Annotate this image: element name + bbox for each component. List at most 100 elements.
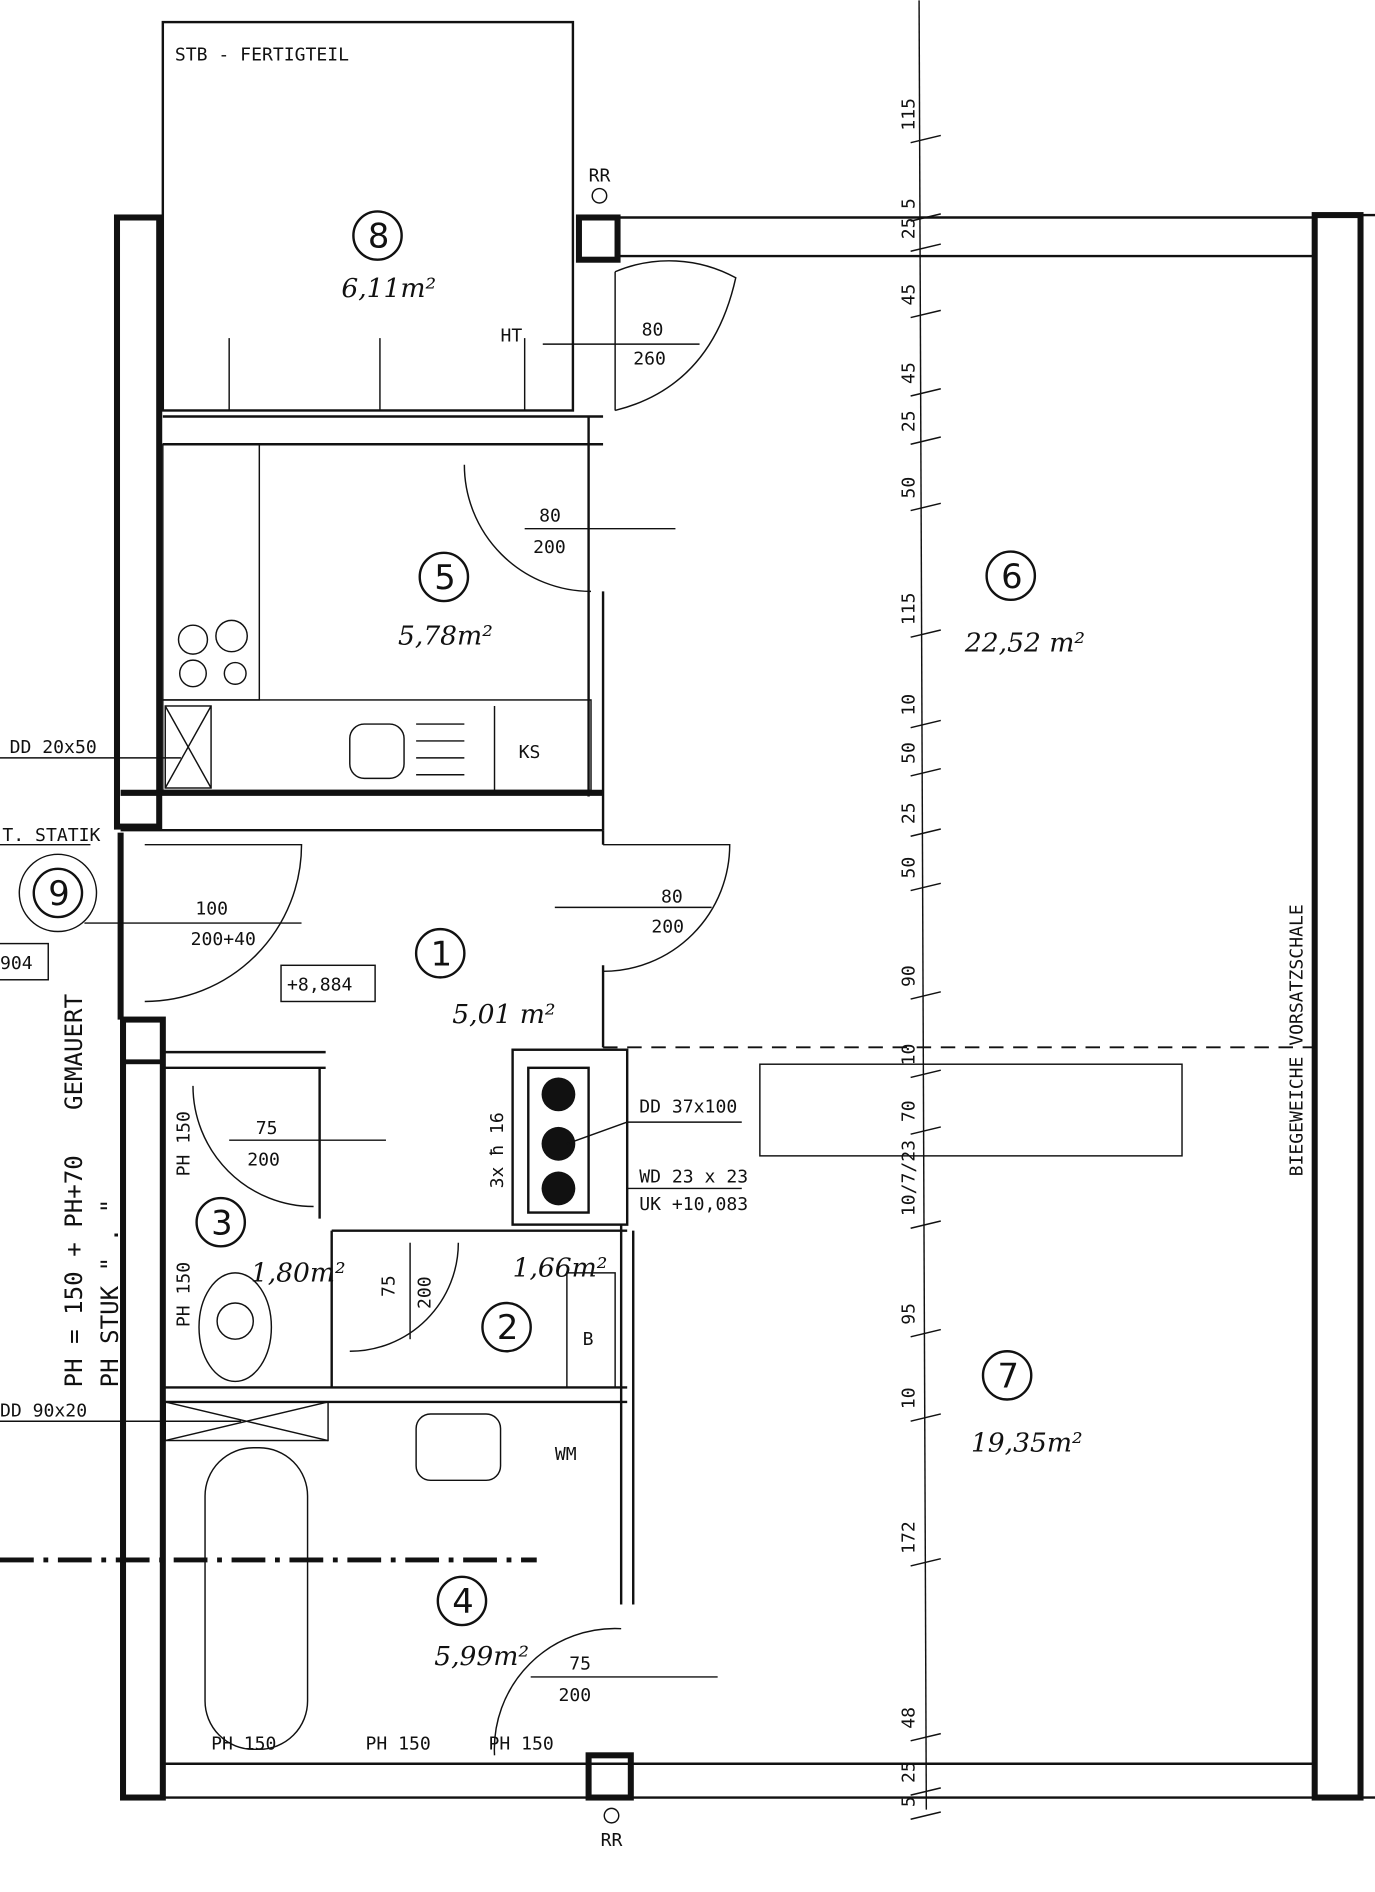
dimension-label: 172: [898, 1521, 919, 1554]
dimension-label: 70: [898, 1100, 919, 1122]
washing-machine-label: WM: [555, 1444, 577, 1465]
rr-bottom-label: RR: [601, 1830, 623, 1851]
shaft-pipes-label: 3x ħ 16: [487, 1112, 508, 1188]
door-6-width: 80: [661, 887, 683, 908]
room-area: 5,78m²: [398, 620, 493, 651]
dimension-label: 10: [898, 694, 919, 716]
dimension-label: 10: [898, 1387, 919, 1409]
room-area: 5,01 m²: [452, 999, 555, 1030]
rr-top-label: RR: [589, 165, 611, 186]
dd-90x20-label: DD 90x20: [0, 1400, 87, 1421]
door-8-height: 260: [633, 349, 666, 370]
ht-label: HT: [501, 326, 523, 347]
dimension-label: 25: [898, 802, 919, 824]
door-1-width: 100: [195, 899, 228, 920]
door-2-width: 75: [378, 1275, 399, 1297]
dimension-label: 10/7/23: [898, 1140, 919, 1216]
ph150-label: PH 150: [365, 1733, 430, 1754]
room-number: 6: [1001, 557, 1022, 596]
dimension-label: 115: [898, 98, 919, 131]
dimension-label: 45: [898, 362, 919, 384]
door-6-height: 200: [651, 917, 684, 938]
dimension-tick: [910, 882, 941, 892]
dd-20x50-label: DD 20x50: [10, 737, 97, 758]
door-3-width: 75: [256, 1118, 278, 1139]
dimension-label: 5: [898, 1796, 919, 1807]
door-1-height: 200+40: [191, 929, 256, 950]
room-area: 19,35m²: [971, 1427, 1083, 1458]
door-5-height: 200: [533, 537, 566, 558]
room-number-circle: [418, 551, 470, 603]
door-4-height: 200: [558, 1685, 591, 1706]
ph150-label: PH 150: [173, 1262, 194, 1327]
bath-fixtures: WM B: [164, 1272, 616, 1751]
dimension-tick: [910, 309, 941, 319]
ph150-label: PH 150: [173, 1111, 194, 1176]
dimension-tick: [910, 767, 941, 777]
dimension-label: 95: [898, 1303, 919, 1325]
dimension-tick: [910, 1811, 941, 1820]
room-number-circle: [981, 1350, 1033, 1401]
dimension-tick: [910, 1413, 941, 1422]
dimension-label: 48: [898, 1707, 919, 1729]
dimension-tick: [910, 991, 941, 1000]
annotations: RR RR HT +8,884 DD 20x50 T. STATIK 904 D…: [0, 165, 1308, 1851]
dimension-chain: 115 5 25 45 45 25 50 115 10 50 25 50 90 10 70 10/7/23 95…: [898, 98, 941, 1820]
dimension-tick: [910, 134, 941, 144]
dimension-tick: [910, 1732, 941, 1742]
gemauert-label: GEMAUERT: [60, 994, 88, 1110]
dimension-tick: [910, 1126, 941, 1135]
dimension-tick: [910, 719, 941, 729]
dimension-tick: [910, 1558, 941, 1567]
room-labels: 15,01 m² 2 1,66m² 3 1,80m² 4 5,99m² 5 5,78m² 6 22,…: [18, 210, 1085, 1672]
room-area: 1,66m²: [513, 1252, 608, 1283]
dimension-label: 90: [898, 965, 919, 987]
room-number: 3: [211, 1203, 232, 1242]
dimension-tick: [910, 629, 941, 638]
room-area: 5,99m²: [434, 1641, 529, 1672]
room-number: 9: [48, 874, 69, 913]
dimension-tick: [910, 243, 941, 252]
fridge-label: KS: [519, 742, 541, 763]
kitchen-fixtures: KS: [162, 443, 592, 792]
ph150-label: PH 150: [488, 1733, 553, 1754]
door-labels: 80 260 80 200 100 200+40 80 200 75 200 7…: [84, 320, 718, 1706]
room-8-precast: STB - FERTIGTEIL: [161, 20, 575, 412]
dimension-label: 50: [898, 477, 919, 499]
stuk-note: PH STUK " . ": [96, 1199, 124, 1388]
room-area: 1,80m²: [251, 1257, 346, 1288]
shaft: DD 37x100 WD 23 x 23 UK +10,083 3x ħ 16: [487, 1066, 748, 1215]
room-number: 5: [434, 558, 455, 597]
room-number-circle: [195, 1196, 247, 1248]
dimension-tick: [910, 502, 941, 512]
dimension-tick: [910, 1220, 941, 1229]
room-number-circle: [32, 867, 84, 919]
room-number-circle: [436, 1575, 488, 1627]
dimension-label: 25: [898, 410, 919, 432]
room-area: 6,11m²: [341, 273, 436, 304]
dimension-label: 50: [898, 857, 919, 879]
room-number: 2: [497, 1308, 518, 1347]
dimension-label: 50: [898, 742, 919, 764]
dimension-label: 115: [898, 593, 919, 626]
dimension-tick: [910, 828, 941, 837]
door-3-height: 200: [247, 1150, 280, 1171]
room-number: 4: [452, 1582, 473, 1621]
boiler-label: B: [583, 1329, 594, 1350]
room-9-outer-ring: [18, 853, 98, 933]
dimension-tick: [910, 213, 941, 222]
walls: [0, 0, 1375, 1810]
room-number: 1: [431, 934, 452, 973]
dimension-label: 5: [898, 198, 919, 209]
dimension-tick: [910, 1069, 941, 1079]
room-area: 22,52 m²: [964, 628, 1085, 659]
dimension-label: 25: [898, 1761, 919, 1783]
dimension-label: 10: [898, 1044, 919, 1066]
dimension-tick: [910, 1787, 941, 1796]
door-2-height: 200: [415, 1276, 436, 1309]
uk-label: UK +10,083: [639, 1194, 748, 1215]
ph150-label: PH 150: [211, 1733, 276, 1754]
statik-label: T. STATIK: [2, 825, 100, 846]
dimension-label: 45: [898, 284, 919, 306]
